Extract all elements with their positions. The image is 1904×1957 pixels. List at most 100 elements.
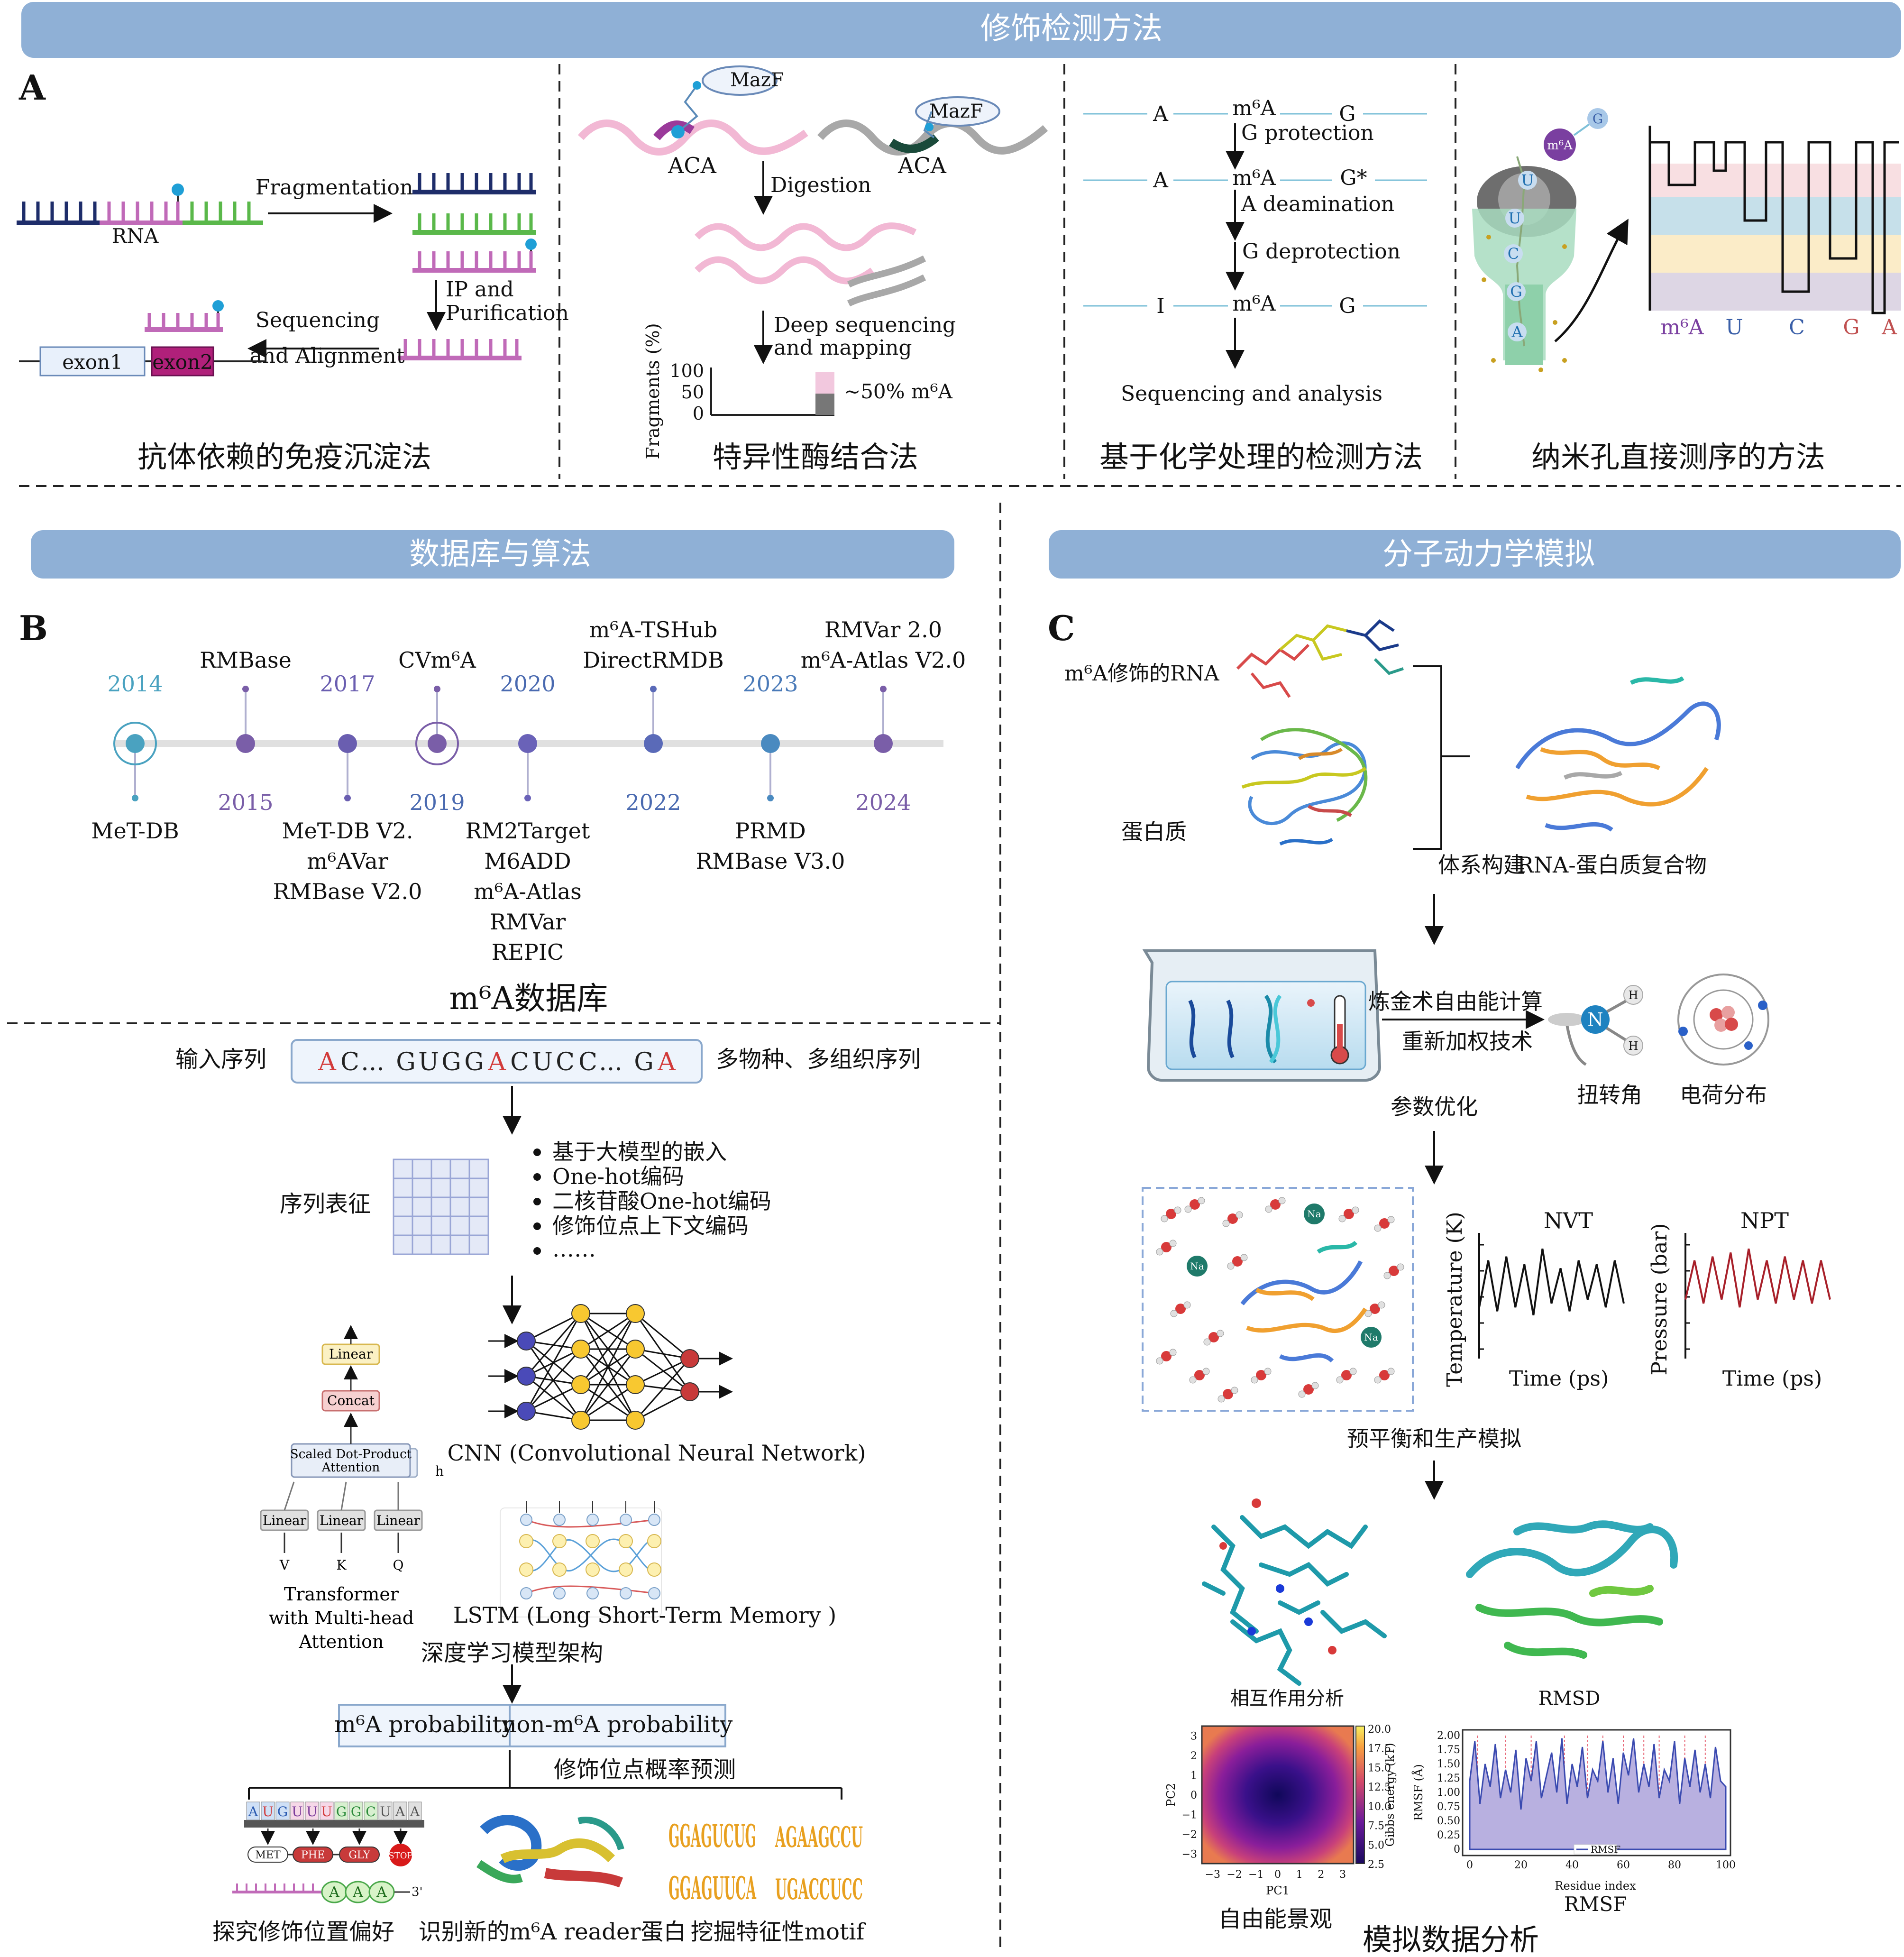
rmsf-ytick: 1.25 xyxy=(1437,1773,1460,1784)
svg-text:V: V xyxy=(279,1557,290,1573)
cnn-edge xyxy=(525,1313,582,1412)
fel-xtick: 3 xyxy=(1339,1869,1346,1881)
timeline-node xyxy=(236,734,255,753)
svg-text:A: A xyxy=(329,1884,339,1901)
cnn-neuron xyxy=(571,1375,590,1394)
sequence-letter: C xyxy=(578,1048,597,1076)
svg-text:G deprotection: G deprotection xyxy=(1242,239,1401,264)
water-oxygen xyxy=(1379,1218,1390,1229)
bar-unmodified xyxy=(815,372,834,394)
svg-text:Linear: Linear xyxy=(376,1513,421,1528)
svg-text:Residue index: Residue index xyxy=(1555,1879,1636,1893)
svg-text:挖掘特征性motif: 挖掘特征性motif xyxy=(691,1919,866,1945)
water-hydrogen xyxy=(1156,1357,1163,1365)
water-hydrogen xyxy=(1378,1301,1385,1309)
non-m6a-probability-box xyxy=(509,1704,726,1747)
svg-text:相互作用分析: 相互作用分析 xyxy=(1230,1688,1344,1709)
water-oxygen xyxy=(1370,1304,1380,1314)
fel-ytick: 0 xyxy=(1190,1790,1197,1801)
water-oxygen xyxy=(1341,1370,1352,1380)
codon-letter: G xyxy=(277,1804,288,1819)
rmsf-xtick: 40 xyxy=(1565,1859,1579,1871)
svg-text:Linear: Linear xyxy=(263,1513,307,1528)
svg-text:识别新的m⁶A reader蛋白: 识别新的m⁶A reader蛋白 xyxy=(419,1919,687,1945)
database-name: REPIC xyxy=(492,939,564,965)
cnn-edge xyxy=(635,1348,690,1393)
codon-letter: U xyxy=(262,1804,274,1819)
cnn-edge xyxy=(525,1313,582,1377)
svg-text:G protection: G protection xyxy=(1241,121,1374,145)
svg-text:模拟数据分析: 模拟数据分析 xyxy=(1363,1922,1539,1957)
timeline-node xyxy=(761,734,780,753)
fel-ytick: 3 xyxy=(1190,1731,1197,1743)
svg-text:3': 3' xyxy=(412,1885,423,1899)
rmsd-ribbon xyxy=(1466,1520,1678,1659)
svg-text:MazF: MazF xyxy=(929,101,983,122)
rmsf-xtick: 100 xyxy=(1716,1859,1736,1871)
timeline-year: 2017 xyxy=(320,671,375,697)
timeline-node xyxy=(338,734,357,753)
database-name: m⁶A-Atlas xyxy=(474,879,581,904)
timeline-stem-dot xyxy=(524,795,531,801)
svg-text:RMSF (Å): RMSF (Å) xyxy=(1411,1764,1425,1820)
grid xyxy=(393,1158,489,1255)
sequence-letter: C xyxy=(340,1048,359,1076)
cnn-edge xyxy=(526,1384,581,1412)
codon-cell xyxy=(261,1801,275,1820)
codon-letter: A xyxy=(248,1804,258,1819)
water-hydrogen xyxy=(1349,1368,1357,1375)
cnn-edge xyxy=(580,1349,636,1421)
cbar-tick: 20.0 xyxy=(1368,1724,1391,1736)
cnn-neuron xyxy=(626,1340,645,1359)
water-box-beaker xyxy=(1142,949,1382,1082)
timeline-stem-dot xyxy=(434,686,440,692)
codon-cell xyxy=(349,1801,363,1820)
svg-text:N: N xyxy=(1587,1009,1603,1030)
water-hydrogen xyxy=(1240,1254,1248,1261)
codon-letter: A xyxy=(410,1804,420,1819)
sequence-letter: A xyxy=(657,1048,676,1076)
svg-text:exon1: exon1 xyxy=(62,350,123,374)
svg-text:A: A xyxy=(1881,315,1897,340)
database-name: RMBase V3.0 xyxy=(696,848,845,874)
svg-text:Transformer: Transformer xyxy=(284,1584,399,1605)
caption-database: m⁶A数据库 xyxy=(449,980,608,1017)
svg-text:100: 100 xyxy=(669,360,704,381)
bar-m6a xyxy=(815,394,834,415)
svg-text:H: H xyxy=(1629,989,1639,1002)
fel-xtick: −2 xyxy=(1227,1869,1242,1881)
cnn-neuron xyxy=(571,1411,590,1430)
water-oxygen xyxy=(1175,1304,1186,1314)
codon-cell xyxy=(393,1801,407,1820)
timeline-ring xyxy=(415,722,459,765)
lstm-diagram xyxy=(500,1501,662,1617)
timeline-stem-dot xyxy=(650,686,657,692)
svg-text:Deep sequencing: Deep sequencing xyxy=(774,313,956,337)
codon-cell xyxy=(305,1801,319,1820)
svg-text:exon2: exon2 xyxy=(152,350,213,374)
water-oxygen xyxy=(1166,1209,1176,1219)
svg-text:Na: Na xyxy=(1364,1332,1378,1343)
rmsf-xtick: 80 xyxy=(1668,1859,1681,1871)
svg-text:and Alignment: and Alignment xyxy=(250,344,405,368)
water-hydrogen xyxy=(1174,1206,1181,1214)
water-oxygen xyxy=(1379,1370,1390,1380)
water-hydrogen xyxy=(1383,1272,1391,1279)
cbar-tick: 12.5 xyxy=(1368,1782,1391,1793)
amino-label: GLY xyxy=(348,1849,370,1861)
cnn-neuron xyxy=(626,1375,645,1394)
water-hydrogen xyxy=(1189,1376,1197,1384)
cnn-diagram xyxy=(488,1304,733,1430)
sequence-letter: G xyxy=(441,1048,461,1076)
reader-protein-ribbon xyxy=(476,1815,624,1888)
cnn-neuron xyxy=(571,1304,590,1323)
database-name: M6ADD xyxy=(484,848,571,874)
water-hydrogen xyxy=(1264,1368,1272,1375)
water-hydrogen xyxy=(1265,1205,1272,1213)
protein-ribbon xyxy=(1241,728,1368,846)
caption-chem: 基于化学处理的检测方法 xyxy=(1099,440,1423,474)
